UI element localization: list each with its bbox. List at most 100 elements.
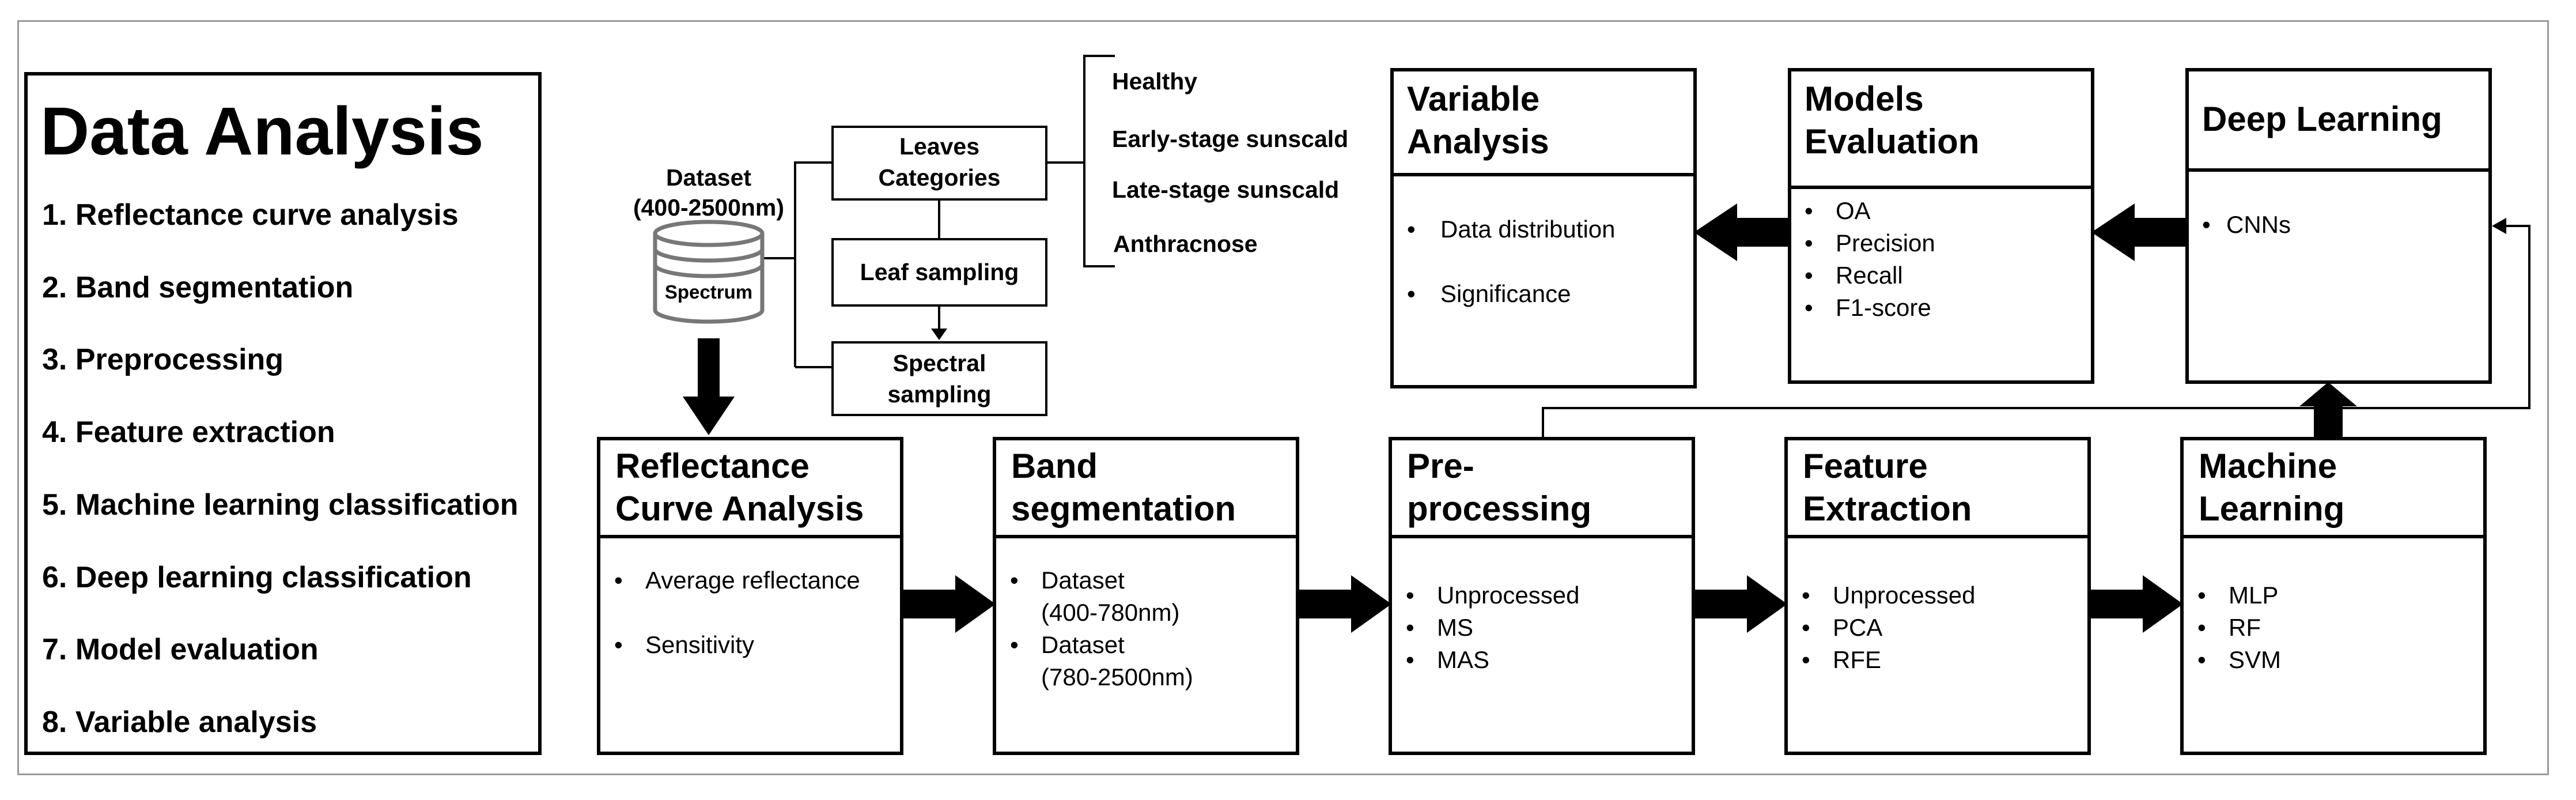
bullet-dot: • [1407,216,1416,243]
arrow-right-2 [1298,575,1391,633]
summary-item: 5. Machine learning classification [42,488,519,522]
eval-title: Models [1805,80,1924,118]
ml-card [2180,437,2487,755]
bullet-dot: • [1010,567,1019,594]
bullet-dot: • [1802,582,1810,609]
bullet-dot: • [1010,631,1019,658]
leaves-categories-label: Leaves [899,133,980,160]
arrow-right-4 [2090,575,2183,633]
variable-title: Analysis [1407,122,1549,161]
preprocessing-bullet: MAS [1437,646,1490,673]
leaf-sampling-box [831,238,1047,307]
variable-title: Variable [1407,80,1540,118]
variable-bullet: Data distribution [1440,216,1616,243]
summary-item: 6. Deep learning classification [42,561,472,594]
bullet-dot: • [1406,614,1414,641]
bullet-dot: • [614,631,623,658]
summary-item: 7. Model evaluation [42,633,319,666]
variable-bullet: Significance [1440,280,1571,307]
arrowhead-small [931,329,947,340]
ml-title: Learning [2199,489,2345,528]
dl-bullet: CNNs [2226,211,2291,238]
bullet-dot: • [2197,614,2206,641]
cylinder-label: Spectrum [664,281,753,303]
spectral-sampling-box [831,341,1047,416]
eval-bullet: Precision [1836,229,1935,256]
leaves-categories-box [831,126,1047,201]
band-title: Band [1011,447,1098,485]
eval-title: Evaluation [1805,122,1980,161]
bullet-dot: • [1407,280,1416,307]
diagram-frame [17,20,2549,775]
band-bullet: (400-780nm) [1041,599,1180,626]
database-icon [653,220,765,324]
eval-card [1788,68,2094,384]
summary-item: 1. Reflectance curve analysis [42,198,459,232]
summary-item: 4. Feature extraction [42,416,335,449]
spectral-sampling-label: Spectral [892,350,986,376]
band-card [993,437,1299,755]
band-bullet: (780-2500nm) [1041,663,1193,690]
bullet-dot: • [1805,229,1813,256]
leaves-categories-label: Categories [878,164,1001,191]
feature-bullet: Unprocessed [1833,582,1976,609]
bullet-dot: • [614,567,623,594]
arrowhead-dl [2492,218,2506,234]
category-label: Late-stage sunscald [1112,176,1340,203]
arrow-down-dataset [683,338,735,435]
bullet-dot: • [1406,582,1414,609]
bullet-dot: • [2197,646,2206,673]
reflectance-title: Reflectance [615,447,810,485]
leaf-sampling-label: Leaf sampling [860,259,1019,285]
ml-bullet: SVM [2229,646,2282,673]
bullet-dot: • [2202,211,2211,238]
preprocessing-bullet: MS [1437,614,1473,641]
bullet-dot: • [1805,197,1813,224]
feature-bullet: RFE [1833,646,1881,673]
band-title: segmentation [1011,489,1236,528]
summary-title: Data Analysis [40,93,484,169]
ml-title: Machine [2199,447,2337,485]
dl-title: Deep Learning [2202,100,2442,138]
variable-card [1390,68,1697,388]
eval-bullet: F1-score [1836,294,1931,321]
bullet-dot: • [1805,294,1813,321]
bullet-dot: • [1805,262,1813,289]
reflectance-card [597,437,903,755]
category-label: Anthracnose [1113,231,1258,257]
ml-bullet: RF [2229,614,2261,641]
category-label: Healthy [1112,68,1198,95]
category-label: Early-stage sunscald [1112,126,1349,152]
bullet-dot: • [1406,646,1414,673]
preprocessing-title: Pre- [1407,447,1474,485]
arrow-right-1 [902,575,996,633]
dataset-label: Dataset [665,164,752,191]
preprocessing-bullet: Unprocessed [1437,582,1580,609]
summary-item: 3. Preprocessing [42,343,284,376]
dl-card [2185,68,2492,384]
eval-bullet: OA [1836,197,1871,224]
reflectance-title: Curve Analysis [615,489,864,528]
feature-card [1784,437,2091,755]
bullet-dot: • [1802,614,1810,641]
summary-item: 8. Variable analysis [42,705,317,739]
dataset-range: (400-2500nm) [633,194,785,221]
arrow-left-eval [1694,203,1789,261]
spectral-sampling-label: sampling [887,381,992,407]
arrow-right-3 [1694,575,1787,633]
preprocessing-title: processing [1407,489,1592,528]
summary-item: 2. Band segmentation [42,271,354,304]
band-bullet: Dataset [1041,567,1125,594]
feature-bullet: PCA [1833,614,1883,641]
feature-title: Feature [1803,447,1928,485]
preprocessing-card [1389,437,1695,755]
reflectance-bullet: Sensitivity [645,631,755,658]
arrow-up-ml [2299,382,2357,437]
ml-bullet: MLP [2229,582,2279,609]
bullet-dot: • [1802,646,1810,673]
feature-title: Extraction [1803,489,1972,528]
bullet-dot: • [2197,582,2206,609]
summary-panel [24,72,542,755]
band-bullet: Dataset [1041,631,1125,658]
